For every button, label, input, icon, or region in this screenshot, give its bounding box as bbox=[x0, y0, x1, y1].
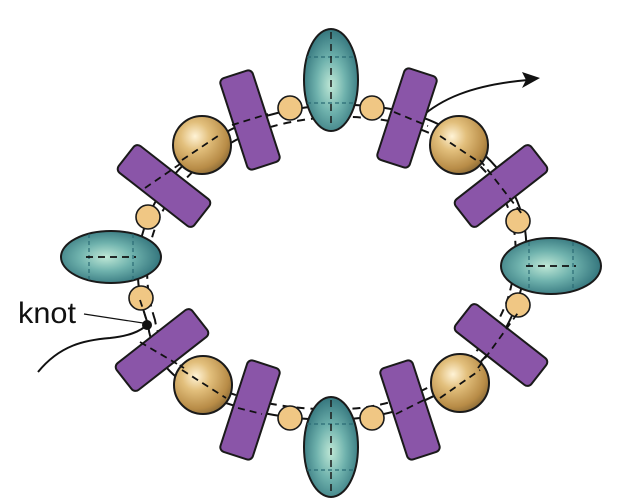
arrow-icon bbox=[522, 72, 540, 88]
seed-bead bbox=[505, 208, 531, 234]
seed-bead bbox=[277, 95, 303, 121]
seed-bead bbox=[505, 292, 531, 318]
teal-oval-bead-top bbox=[303, 28, 359, 132]
seed-bead bbox=[359, 405, 385, 431]
seed-bead bbox=[277, 405, 303, 431]
seed-bead bbox=[135, 204, 161, 230]
seed-bead bbox=[359, 95, 385, 121]
purple-tile-bead bbox=[116, 144, 212, 228]
thread-tail-start bbox=[37, 323, 149, 373]
purple-tile-bead bbox=[453, 303, 549, 387]
seed-bead bbox=[128, 285, 154, 311]
purple-tile-bead bbox=[114, 308, 210, 392]
gold-pearl bbox=[173, 355, 233, 415]
gold-pearls bbox=[172, 115, 490, 415]
thread-through-beads bbox=[86, 111, 576, 415]
knot-label: knot bbox=[18, 297, 77, 330]
teal-oval-beads bbox=[60, 28, 602, 498]
knot-dot-icon bbox=[142, 320, 152, 330]
seed-beads bbox=[128, 95, 531, 431]
knot-leader-line bbox=[83, 313, 144, 324]
knot-callout: knot bbox=[18, 297, 152, 330]
teal-oval-bead-bottom bbox=[303, 396, 359, 498]
purple-tile-bead bbox=[219, 359, 281, 461]
gold-pearl bbox=[172, 115, 232, 175]
purple-tile-bead bbox=[379, 359, 441, 461]
gold-pearl bbox=[429, 115, 489, 175]
